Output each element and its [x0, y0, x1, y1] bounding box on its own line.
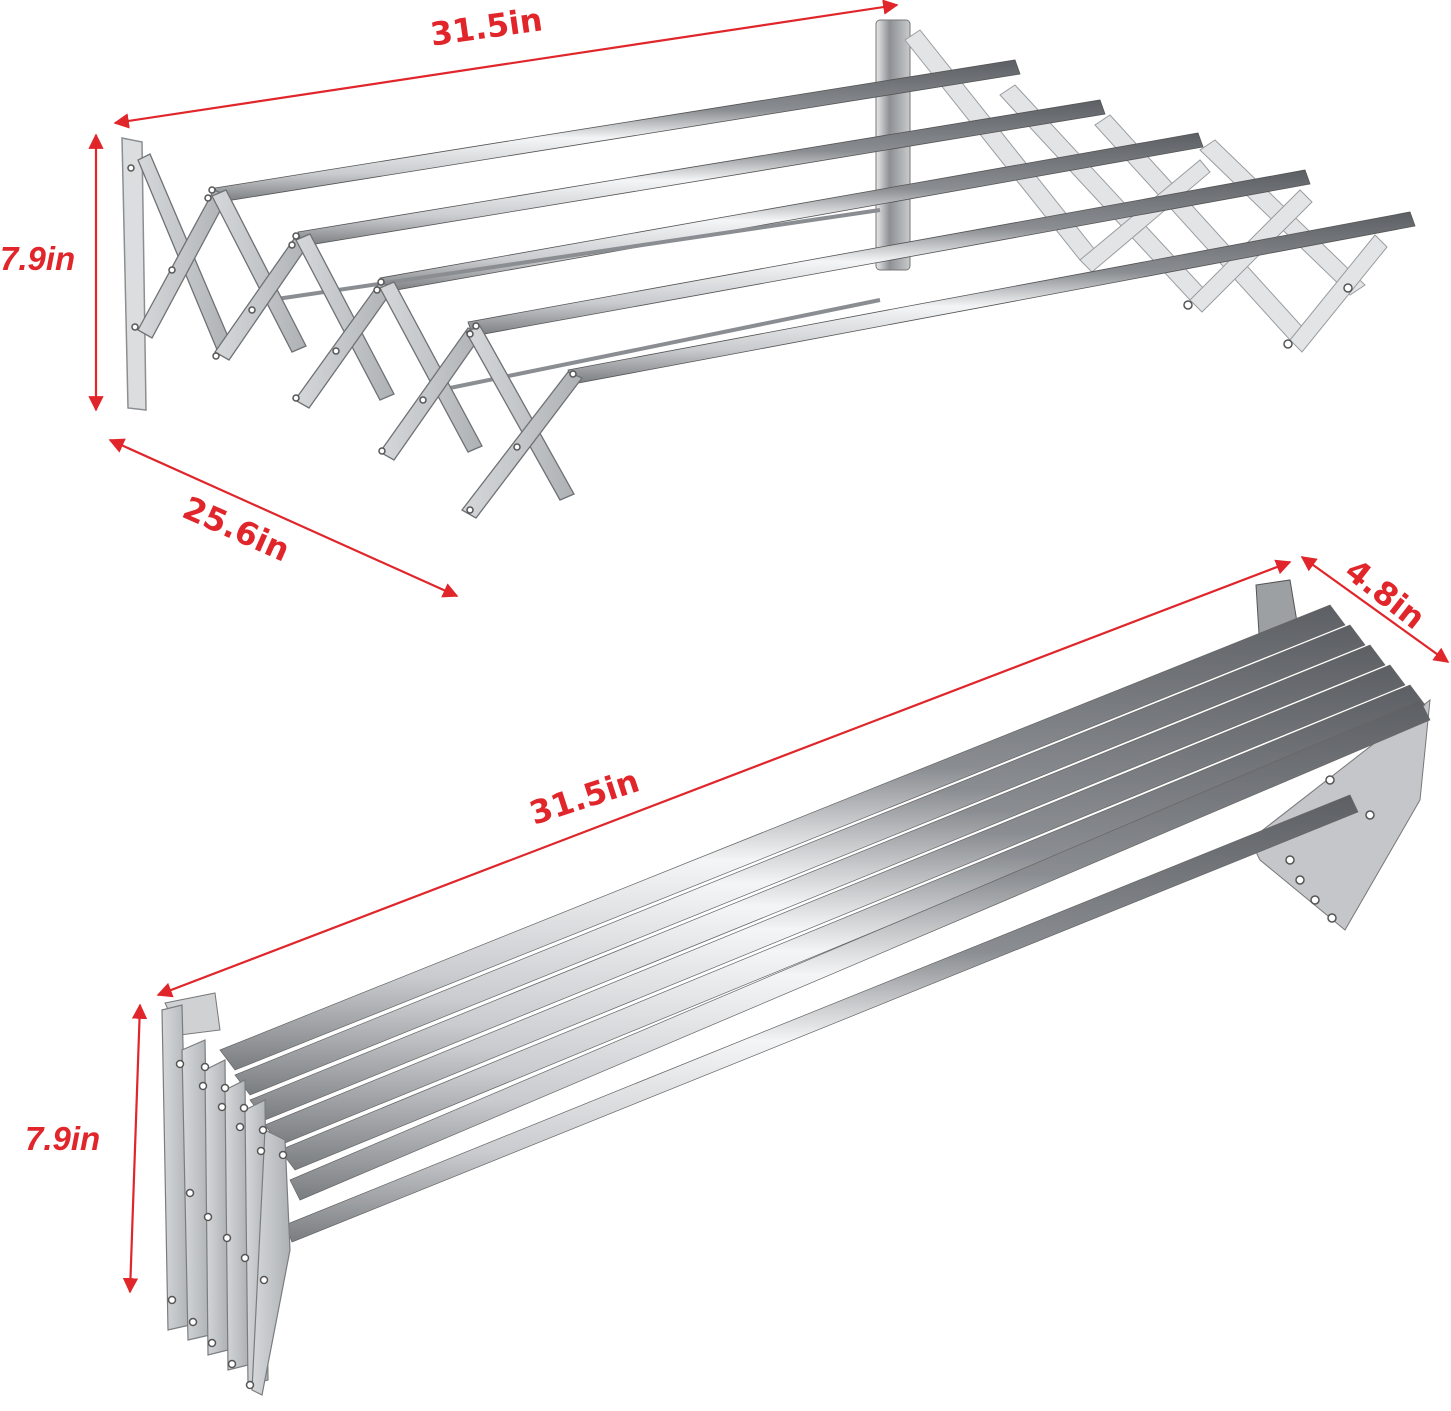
folded-depth-dimension-line [1300, 556, 1450, 663]
left-folded-plates [161, 1004, 291, 1396]
depth-dimension-line [108, 438, 459, 598]
folded-width-dimension-line [156, 559, 1292, 998]
width-dimension-line [113, 0, 899, 129]
left-wall-bracket [121, 137, 147, 411]
folded-dimension-lines [122, 556, 1450, 1294]
folded-height-dimension-line [122, 1003, 148, 1294]
folded-height-label: 7.9in [25, 1120, 101, 1157]
expanded-rack-drawing [121, 19, 1416, 519]
expanded-height-label: 7.9in [0, 240, 76, 277]
folded-rods [219, 604, 1431, 1243]
folded-rack-drawing [161, 579, 1431, 1396]
rods [214, 59, 1416, 392]
